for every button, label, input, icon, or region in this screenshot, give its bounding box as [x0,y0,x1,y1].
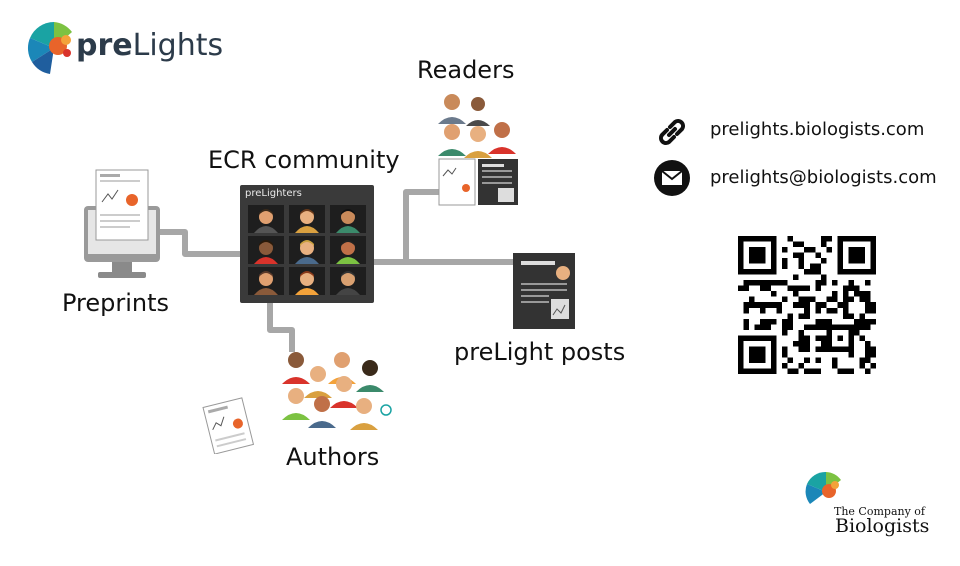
company-of-biologists-logo-mark [805,471,841,504]
preprint-computer-icon [84,169,160,278]
readers-documents-icon [438,158,518,206]
website-link[interactable]: prelights.biologists.com [710,119,925,140]
prelighter-avatar [248,267,284,295]
prelighter-avatar [330,205,366,233]
prelighters-panel-title: preLighters [245,188,302,199]
prelighter-avatar [289,267,325,295]
qr-code[interactable] [738,236,876,374]
mail-icon [654,160,690,196]
email-link[interactable]: prelights@biologists.com [710,167,937,188]
prelighter-avatar [330,267,366,295]
ecr-community-label: ECR community [208,146,400,174]
prelights-logo-mark [27,22,72,74]
prelight-post-icon [513,253,575,329]
prelighter-avatar [289,236,325,264]
publisher-name-line1: The Company of [834,505,925,518]
readers-label: Readers [417,56,515,84]
prelight-posts-label: preLight posts [454,338,626,366]
prelights-wordmark: preLights [76,28,224,63]
preprints-label: Preprints [62,289,170,317]
authors-label: Authors [286,443,380,471]
prelighter-avatar [248,236,284,264]
authors-preprint-icon [202,397,255,454]
publisher-name-line2: Biologists [835,515,930,537]
prelighter-avatar [248,205,284,233]
readers-people-icon [438,94,516,158]
authors-people-icon [282,352,392,430]
prelighter-avatar [330,236,366,264]
link-icon [659,119,685,145]
prelighter-avatar [289,205,325,233]
